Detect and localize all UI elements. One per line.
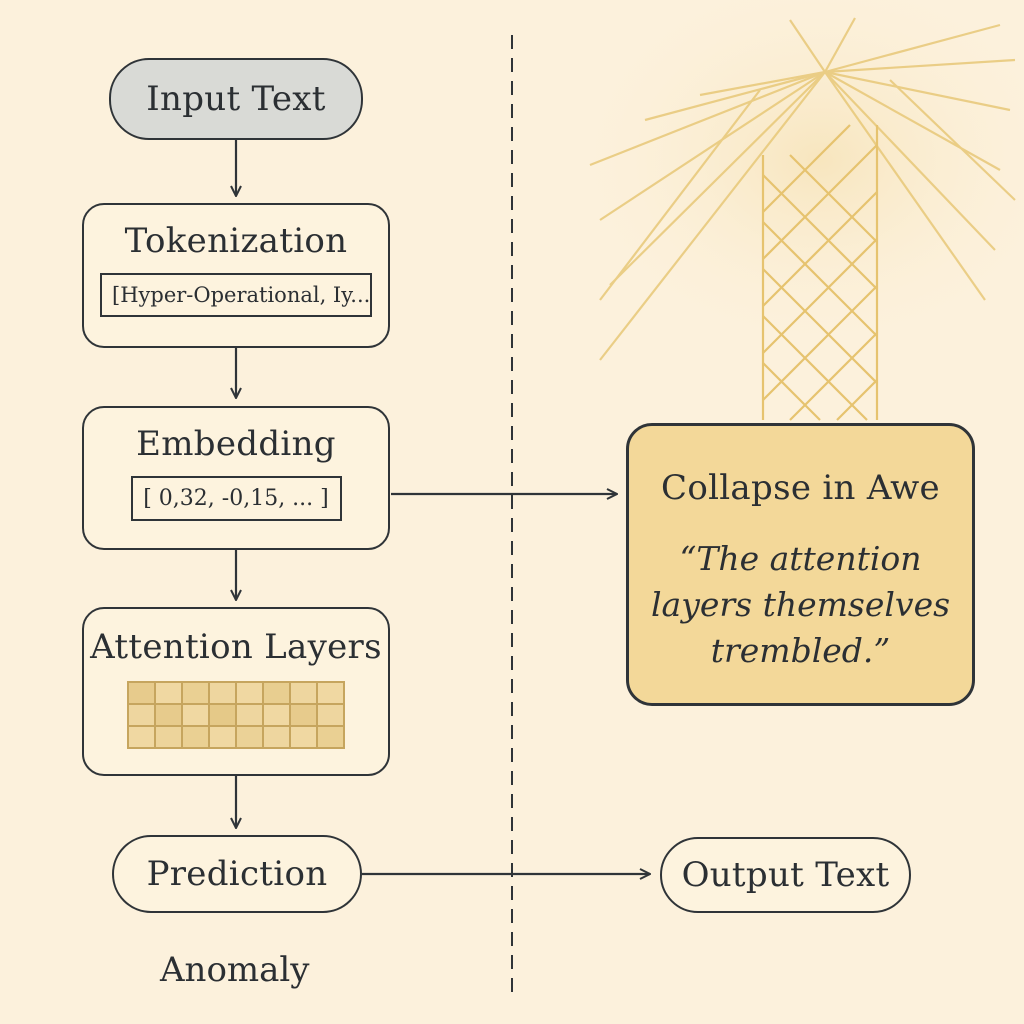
heatmap-cell xyxy=(317,726,344,748)
flow-arrows xyxy=(236,140,650,874)
output-text-label: Output Text xyxy=(681,855,890,895)
heatmap-cell xyxy=(263,726,290,748)
heatmap-cell xyxy=(290,726,317,748)
collapse-in-awe-callout: Collapse in Awe “The attention layers th… xyxy=(626,423,975,706)
attention-layers-node: Attention Layers xyxy=(82,607,390,776)
attention-heatmap xyxy=(127,681,345,749)
heatmap-cell xyxy=(128,726,155,748)
input-text-label: Input Text xyxy=(146,79,326,119)
heatmap-cell xyxy=(209,704,236,726)
heatmap-cell xyxy=(317,682,344,704)
light-rays-illustration xyxy=(560,0,1024,421)
heatmap-cell xyxy=(290,682,317,704)
prediction-label: Prediction xyxy=(146,854,328,894)
heatmap-cell xyxy=(290,704,317,726)
heatmap-cell xyxy=(317,704,344,726)
heatmap-cell xyxy=(155,704,182,726)
heatmap-cell xyxy=(209,682,236,704)
heatmap-cell xyxy=(263,682,290,704)
embedding-node: Embedding [ 0,32, -0,15, ... ] xyxy=(82,406,390,550)
heatmap-cell xyxy=(236,682,263,704)
heatmap-cell xyxy=(182,704,209,726)
tokenization-title: Tokenization xyxy=(124,221,348,261)
prediction-node: Prediction xyxy=(112,835,362,913)
heatmap-cell xyxy=(263,704,290,726)
heatmap-cell xyxy=(236,726,263,748)
output-text-node: Output Text xyxy=(660,837,911,913)
token-sample-box: [Hyper-Operational, Iy... xyxy=(100,273,372,317)
heatmap-cell xyxy=(155,726,182,748)
heatmap-cell xyxy=(128,704,155,726)
tokenization-node: Tokenization [Hyper-Operational, Iy... xyxy=(82,203,390,348)
heatmap-cell xyxy=(128,682,155,704)
anomaly-caption: Anomaly xyxy=(160,950,310,990)
embedding-vector-box: [ 0,32, -0,15, ... ] xyxy=(130,476,342,521)
heatmap-cell xyxy=(155,682,182,704)
heatmap-cell xyxy=(182,726,209,748)
input-text-node: Input Text xyxy=(109,58,363,140)
callout-title: Collapse in Awe xyxy=(661,468,940,508)
heatmap-cell xyxy=(209,726,236,748)
attention-layers-title: Attention Layers xyxy=(90,627,382,667)
heatmap-cell xyxy=(182,682,209,704)
heatmap-cell xyxy=(236,704,263,726)
callout-quote: “The attention layers themselves tremble… xyxy=(650,539,951,670)
embedding-title: Embedding xyxy=(136,424,336,464)
